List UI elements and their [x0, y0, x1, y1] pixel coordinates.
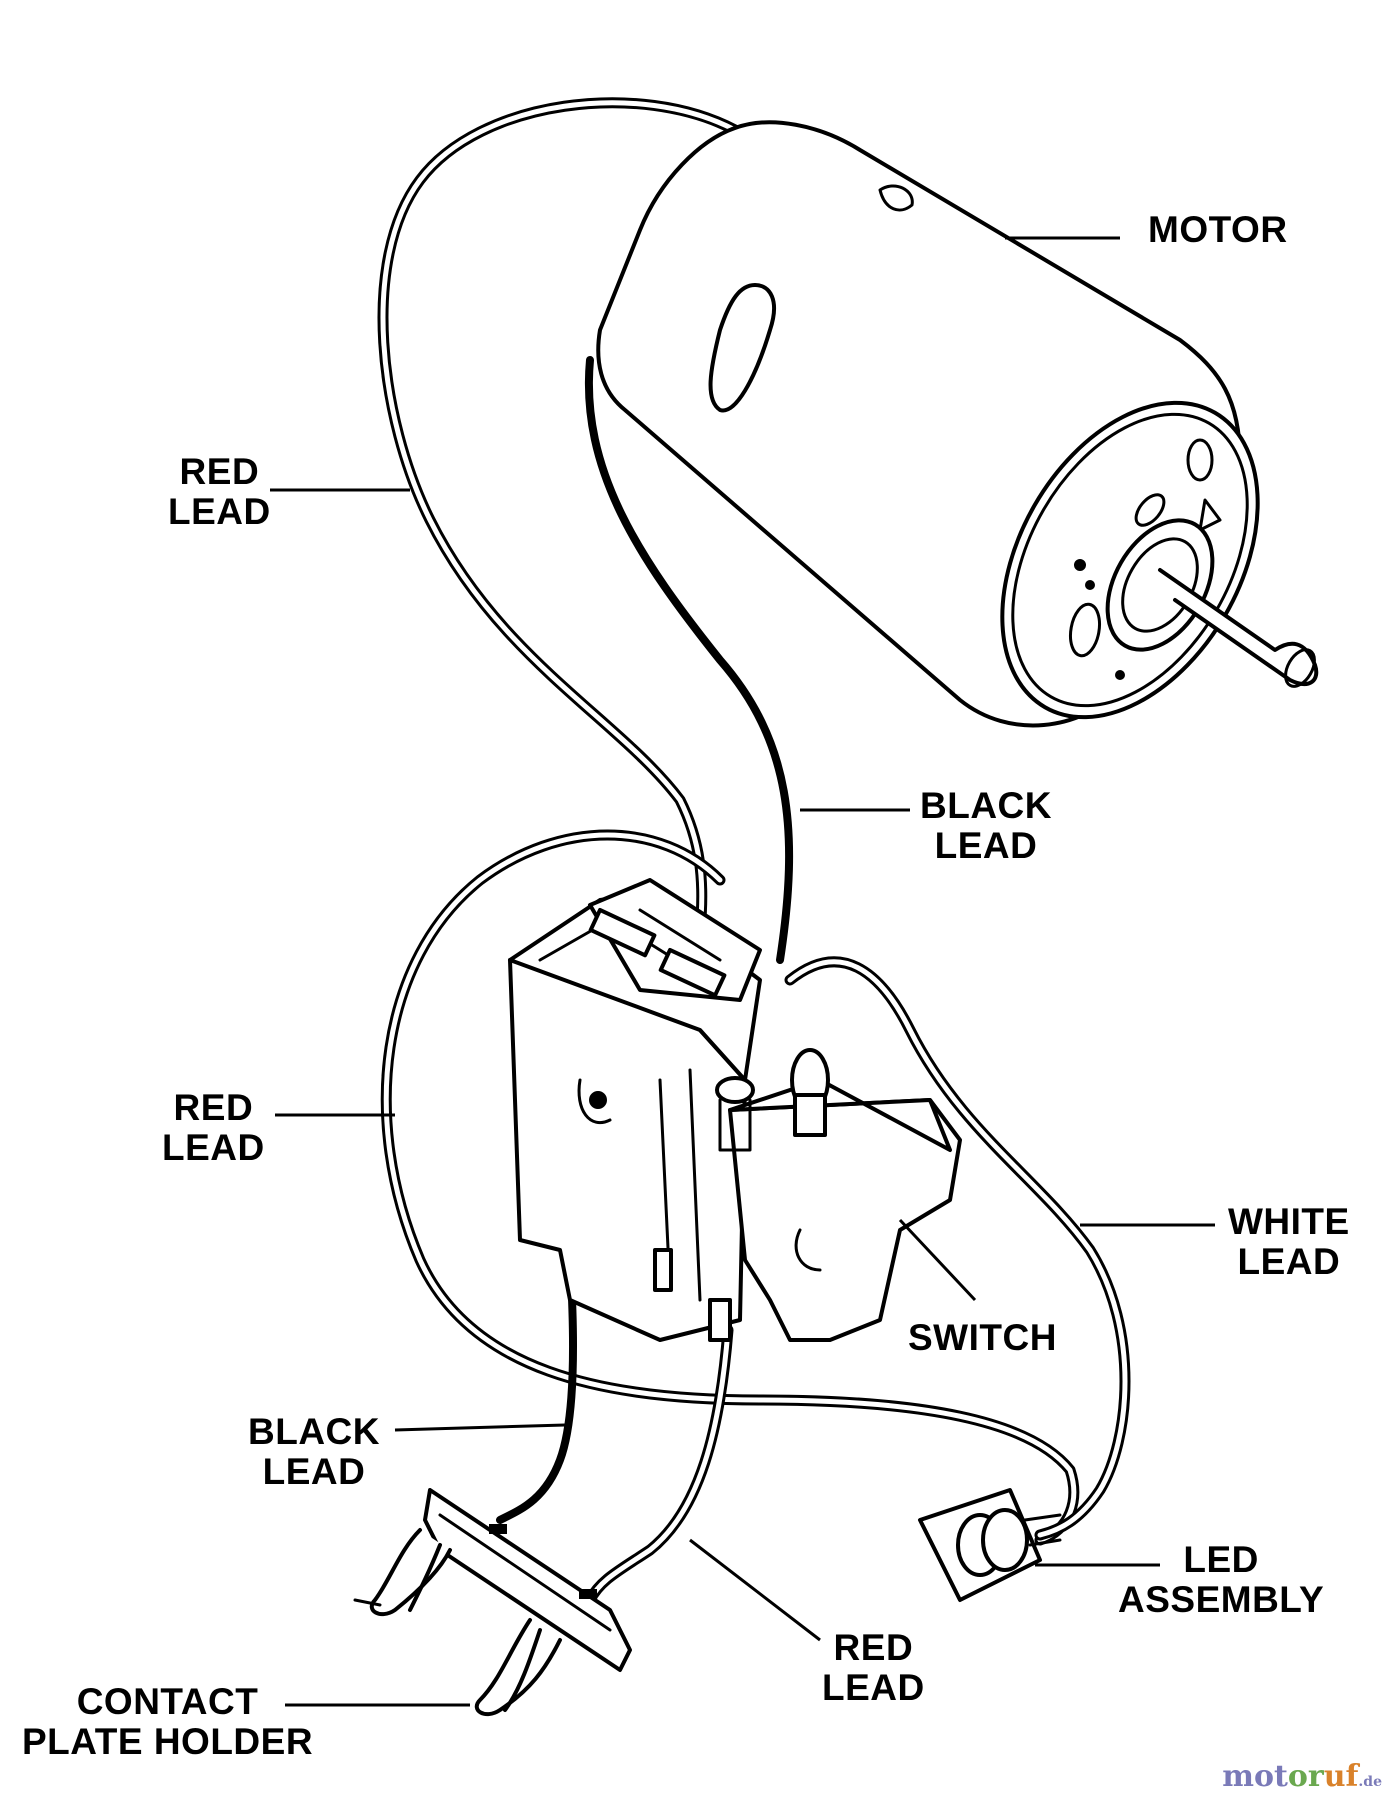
label-contact-plate-holder: CONTACT PLATE HOLDER: [22, 1681, 314, 1762]
leader-red-lead-bottom: [689, 1538, 821, 1642]
leader-switch: [898, 1218, 977, 1302]
leader-lines: [270, 236, 1215, 1707]
label-red-lead-mid: RED LEAD: [162, 1087, 265, 1168]
contact-plate-holder: [353, 1488, 632, 1717]
label-switch: SWITCH: [908, 1317, 1057, 1358]
label-led-assembly: LED ASSEMBLY: [1118, 1539, 1325, 1620]
label-black-lead-bottom: BLACK LEAD: [248, 1411, 380, 1492]
label-motor: MOTOR: [1148, 209, 1288, 250]
motor: [596, 120, 1319, 728]
leader-black-lead-bottom: [394, 1423, 566, 1432]
label-white-lead: WHITE LEAD: [1228, 1201, 1350, 1282]
white-lead-wire: [784, 956, 1131, 1541]
label-red-lead-bottom: RED LEAD: [822, 1627, 925, 1708]
led-assembly: [918, 1488, 1062, 1602]
switch-body: [508, 878, 962, 1342]
red-lead-bottom-wire: [584, 1324, 734, 1606]
label-red-lead-top: RED LEAD: [168, 451, 271, 532]
watermark-logo: motoruf.de: [1222, 1759, 1382, 1794]
black-lead-bottom-wire: [496, 1256, 577, 1524]
red-lead-mid-wire: [380, 829, 1080, 1546]
label-black-lead-top: BLACK LEAD: [920, 785, 1052, 866]
red-lead-top-wire: [377, 97, 741, 936]
black-lead-top-wire: [584, 356, 794, 964]
